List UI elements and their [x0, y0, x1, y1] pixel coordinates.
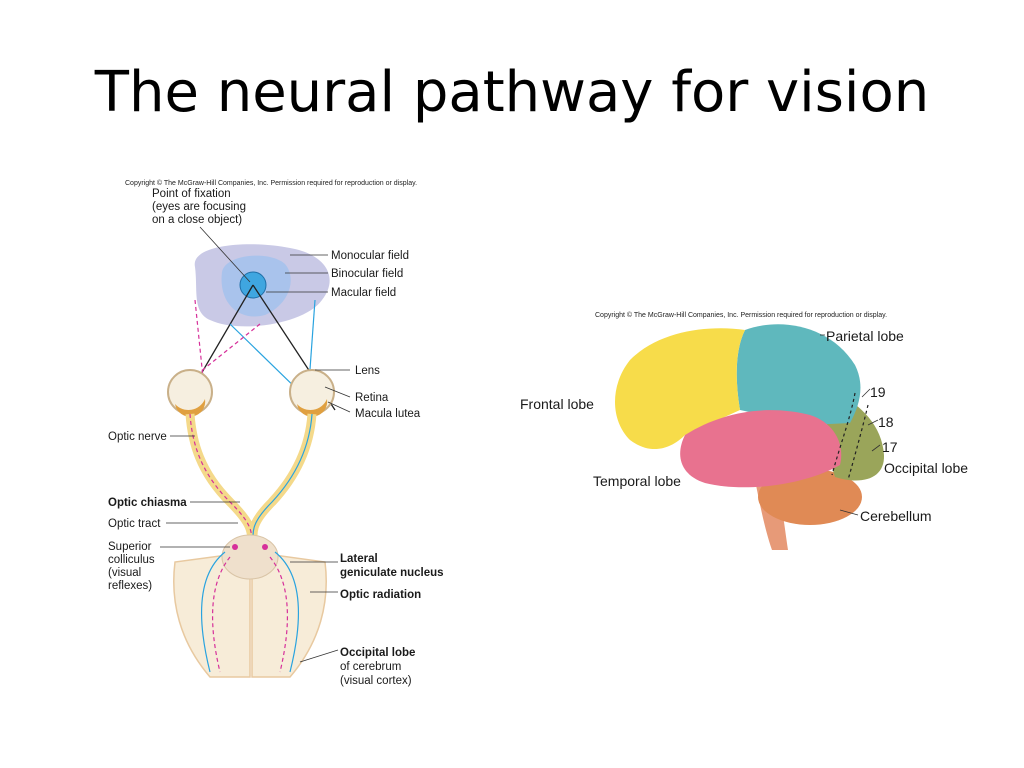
label-occipital-lobe-3: (visual cortex) — [340, 675, 412, 687]
parietal-lobe-shape — [736, 324, 861, 425]
label-macula-lutea: Macula lutea — [355, 408, 421, 420]
thalamus — [221, 534, 279, 580]
label-optic-tract: Optic tract — [108, 518, 161, 530]
label-occipital-lobe: Occipital lobe — [884, 460, 968, 476]
label-lateral-geniculate-2: geniculate nucleus — [340, 567, 444, 579]
slide-title: The neural pathway for vision — [94, 60, 930, 125]
brain-lobes-svg: Copyright © The McGraw-Hill Companies, I… — [520, 311, 968, 550]
frontal-lobe-shape — [615, 328, 745, 450]
label-lateral-geniculate-1: Lateral — [340, 553, 378, 565]
label-frontal-lobe: Frontal lobe — [520, 396, 594, 412]
label-superior-colliculus-2: colliculus — [108, 554, 155, 566]
label-lens: Lens — [355, 365, 380, 377]
visual-pathway-diagram: Copyright © The McGraw-Hill Companies, I… — [100, 172, 460, 692]
label-parietal-lobe: Parietal lobe — [826, 328, 904, 344]
label-superior-colliculus-1: Superior — [108, 541, 152, 553]
cortex-right — [251, 551, 327, 678]
label-optic-radiation: Optic radiation — [340, 589, 421, 601]
label-optic-nerve: Optic nerve — [108, 431, 167, 443]
label-optic-chiasma: Optic chiasma — [108, 497, 187, 509]
label-temporal-lobe: Temporal lobe — [593, 473, 681, 489]
label-area-17: 17 — [882, 439, 898, 455]
temporal-lobe-shape — [680, 410, 842, 488]
label-area-18: 18 — [878, 414, 894, 430]
visual-pathway-svg: Copyright © The McGraw-Hill Companies, I… — [108, 179, 444, 687]
cortex-left — [173, 551, 251, 678]
right-eye — [289, 369, 335, 415]
label-area-19: 19 — [870, 384, 886, 400]
brain-lobes-diagram: Copyright © The McGraw-Hill Companies, I… — [510, 305, 1000, 565]
copyright-left: Copyright © The McGraw-Hill Companies, I… — [125, 179, 417, 187]
label-cerebellum: Cerebellum — [860, 508, 932, 524]
label-macular-field: Macular field — [331, 287, 396, 299]
left-eye — [167, 369, 213, 415]
label-occipital-lobe-1: Occipital lobe — [340, 647, 415, 659]
label-monocular-field: Monocular field — [331, 250, 409, 262]
label-fixation-1: Point of fixation — [152, 188, 231, 200]
label-fixation-2: (eyes are focusing — [152, 201, 246, 213]
label-binocular-field: Binocular field — [331, 268, 403, 280]
label-superior-colliculus-3: (visual — [108, 567, 141, 579]
copyright-right: Copyright © The McGraw-Hill Companies, I… — [595, 311, 887, 319]
label-retina: Retina — [355, 392, 389, 404]
label-occipital-lobe-2: of cerebrum — [340, 661, 401, 673]
label-fixation-3: on a close object) — [152, 214, 242, 226]
label-superior-colliculus-4: reflexes) — [108, 580, 152, 592]
